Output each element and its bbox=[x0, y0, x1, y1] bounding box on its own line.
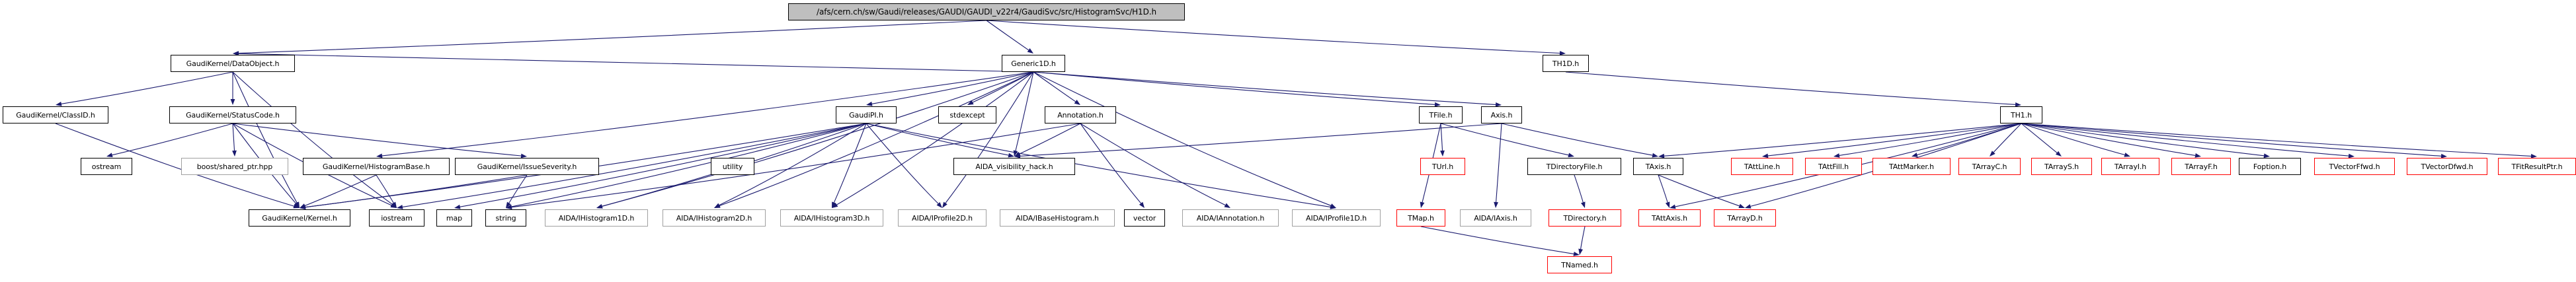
graph-node[interactable]: Axis.h bbox=[1481, 106, 1522, 123]
graph-node[interactable]: TAxis.h bbox=[1633, 158, 1683, 175]
graph-node[interactable]: TFitResultPtr.h bbox=[2498, 158, 2576, 175]
graph-node[interactable]: GaudiKernel/IssueSeverity.h bbox=[455, 158, 599, 175]
graph-node[interactable]: GaudiPI.h bbox=[836, 106, 897, 123]
graph-node[interactable]: AIDA_visibility_hack.h bbox=[953, 158, 1075, 175]
graph-node[interactable]: TUrl.h bbox=[1420, 158, 1465, 175]
graph-node[interactable]: AIDA/IAxis.h bbox=[1460, 209, 1531, 227]
graph-node[interactable]: TH1D.h bbox=[1543, 55, 1589, 72]
graph-node[interactable]: TArrayF.h bbox=[2171, 158, 2231, 175]
graph-node[interactable]: stdexcept bbox=[938, 106, 996, 123]
graph-node[interactable]: AIDA/IBaseHistogram.h bbox=[1000, 209, 1115, 227]
graph-node[interactable]: AIDA/IProfile2D.h bbox=[898, 209, 986, 227]
graph-node[interactable]: ostream bbox=[81, 158, 132, 175]
graph-node[interactable]: GaudiKernel/ClassID.h bbox=[3, 106, 108, 123]
graph-node[interactable]: TNamed.h bbox=[1547, 256, 1612, 273]
graph-node[interactable]: iostream bbox=[369, 209, 424, 227]
graph-node[interactable]: string bbox=[485, 209, 526, 227]
graph-node[interactable]: TAttLine.h bbox=[1731, 158, 1793, 175]
graph-node[interactable]: TArrayD.h bbox=[1714, 209, 1776, 227]
graph-node[interactable]: TMap.h bbox=[1396, 209, 1445, 227]
graph-node[interactable]: TArrayC.h bbox=[1958, 158, 2021, 175]
graph-node[interactable]: TDirectory.h bbox=[1549, 209, 1621, 227]
graph-node[interactable]: GaudiKernel/DataObject.h bbox=[171, 55, 295, 72]
graph-node[interactable]: TVectorFfwd.h bbox=[2314, 158, 2395, 175]
graph-node[interactable]: Foption.h bbox=[2239, 158, 2301, 175]
graph-node[interactable]: map bbox=[436, 209, 472, 227]
graph-node[interactable]: vector bbox=[1124, 209, 1165, 227]
graph-node[interactable]: TArrayI.h bbox=[2101, 158, 2159, 175]
graph-node[interactable]: AIDA/IHistogram2D.h bbox=[663, 209, 766, 227]
graph-node[interactable]: GaudiKernel/HistogramBase.h bbox=[303, 158, 450, 175]
graph-node[interactable]: TAttAxis.h bbox=[1638, 209, 1701, 227]
graph-node[interactable]: TFile.h bbox=[1419, 106, 1463, 123]
graph-node[interactable]: boost/shared_ptr.hpp bbox=[181, 158, 288, 175]
graph-node[interactable]: utility bbox=[711, 158, 754, 175]
graph-root-node[interactable]: /afs/cern.ch/sw/Gaudi/releases/GAUDI/GAU… bbox=[788, 3, 1185, 20]
graph-node[interactable]: TAttFill.h bbox=[1805, 158, 1862, 175]
graph-node[interactable]: Generic1D.h bbox=[1002, 55, 1065, 72]
graph-node[interactable]: TVectorDfwd.h bbox=[2407, 158, 2487, 175]
graph-node[interactable]: Annotation.h bbox=[1045, 106, 1116, 123]
graph-node[interactable]: TArrayS.h bbox=[2031, 158, 2092, 175]
graph-node[interactable]: GaudiKernel/StatusCode.h bbox=[169, 106, 296, 123]
graph-node[interactable]: GaudiKernel/Kernel.h bbox=[249, 209, 350, 227]
graph-node[interactable]: AIDA/IAnnotation.h bbox=[1182, 209, 1279, 227]
graph-node[interactable]: AIDA/IHistogram3D.h bbox=[780, 209, 883, 227]
graph-node[interactable]: AIDA/IProfile1D.h bbox=[1292, 209, 1381, 227]
graph-node[interactable]: TH1.h bbox=[2000, 106, 2042, 123]
graph-node[interactable]: TAttMarker.h bbox=[1872, 158, 1951, 175]
graph-node[interactable]: TDirectoryFile.h bbox=[1527, 158, 1621, 175]
graph-node[interactable]: AIDA/IHistogram1D.h bbox=[545, 209, 648, 227]
